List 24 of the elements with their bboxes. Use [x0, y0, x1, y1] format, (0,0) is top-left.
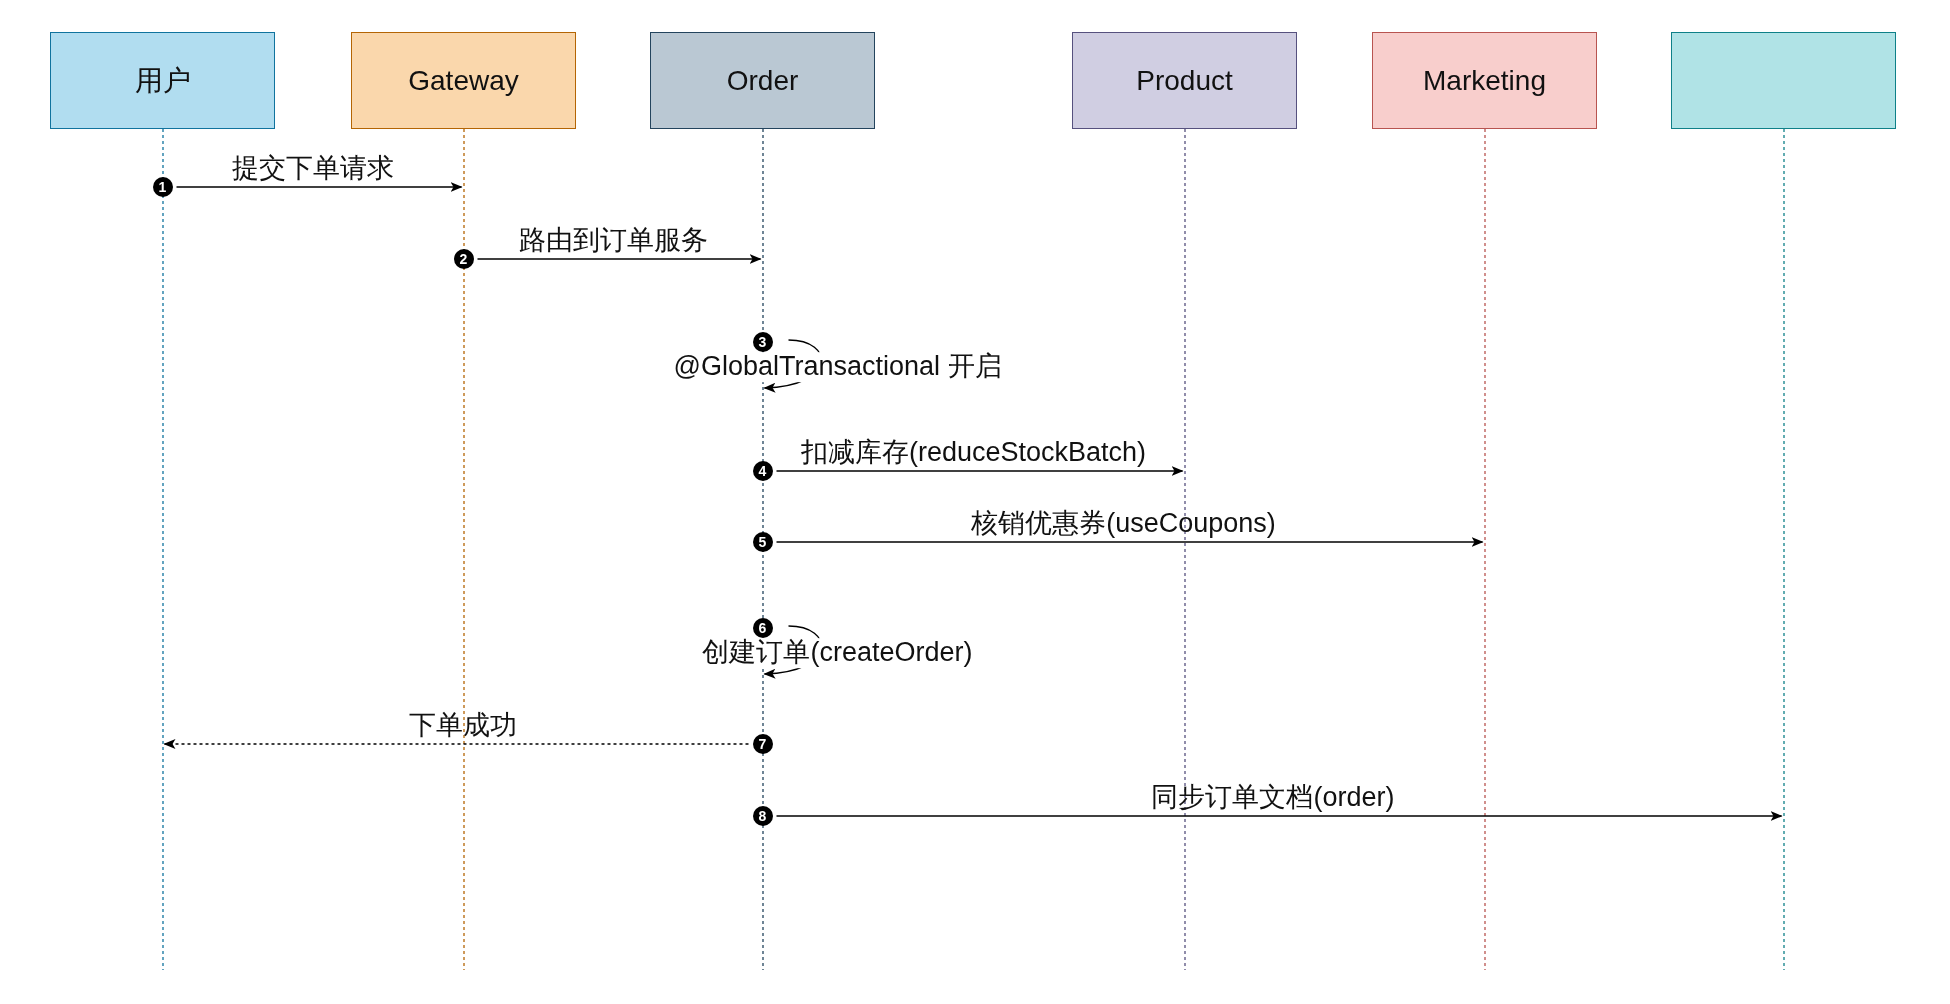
lifeline [1482, 129, 1487, 970]
lifeline [160, 129, 165, 970]
participant-box: 用户 [50, 32, 275, 129]
participant-box: Product [1072, 32, 1297, 129]
step-number: 4 [752, 461, 773, 481]
step-number: 2 [453, 249, 474, 269]
lifeline [1781, 129, 1786, 970]
step-number: 1 [152, 177, 173, 197]
lifeline [461, 129, 466, 970]
step-number: 5 [752, 532, 773, 552]
participant-box: Order [650, 32, 875, 129]
message-label: 同步订单文档(order) [1151, 783, 1395, 813]
participant-box: Marketing [1372, 32, 1597, 129]
message-label: 提交下单请求 [232, 154, 394, 184]
message-label: 扣减库存(reduceStockBatch) [800, 438, 1147, 468]
message-label: 核销优惠券(useCoupons) [971, 509, 1276, 539]
step-number: 8 [752, 806, 773, 826]
step-number: 6 [752, 618, 773, 638]
message-label: 路由到订单服务 [518, 226, 708, 256]
participant-box [1671, 32, 1896, 129]
step-number: 3 [752, 332, 773, 352]
message-label: 下单成功 [408, 711, 517, 741]
step-number: 7 [752, 734, 773, 754]
participant-box: Gateway [351, 32, 576, 129]
